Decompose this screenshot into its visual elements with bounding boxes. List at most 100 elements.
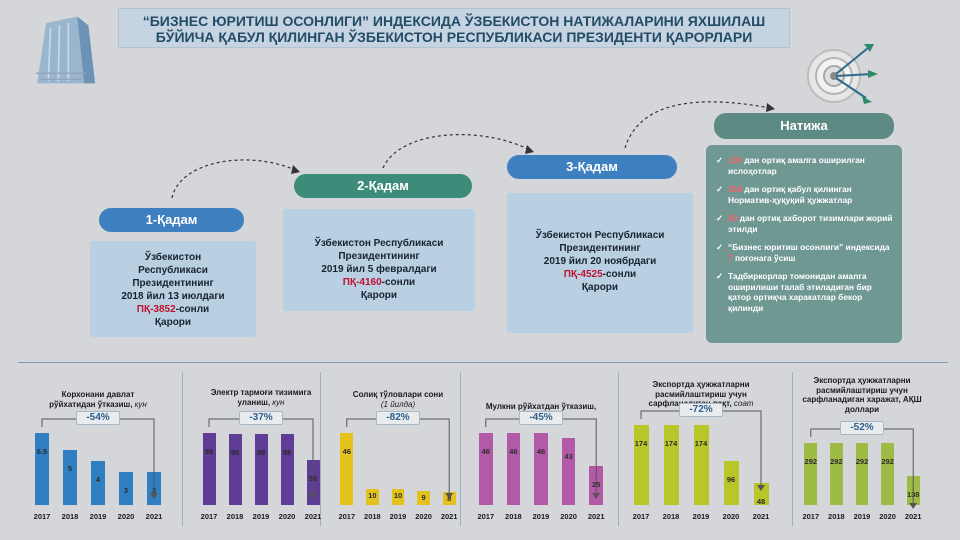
bar-value-label: 10 [393,491,403,501]
year-label: 2020 [415,512,432,521]
bar-value-label: 292 [855,457,869,466]
change-bracket [41,418,158,499]
result-text: поғонага ўсиш [732,252,796,263]
result-text: Тадбиркорлар томонидан амалга оширилиши … [728,271,872,313]
year-label: 2020 [722,512,740,521]
check-icon: ✓ [716,213,724,223]
year-label: 2021 [904,512,922,521]
bar-value-label: 46 [342,447,351,456]
change-bracket [640,410,765,491]
chart-bar: 46 [506,433,521,505]
chart-unit: кун [134,399,147,409]
step-1-text: Республикаси [138,265,208,276]
logo-caption: ▬▬▬▬▬▬▬▬▬▬▬▬▬▬▬▬▬▬ [36,70,86,82]
change-bracket [346,418,454,499]
bar-value-label: 10 [368,491,377,501]
step-3-text: Президентининг [559,243,641,254]
result-item: ✓ 130 дан ортиқ амалга оширилган ислоҳотл… [716,155,894,176]
chart-title-text: рўйхатидан ўтказиш, [49,399,135,409]
bar-value-label: 5 [67,463,73,473]
step-3-decree: ПҚ-4525 [563,269,603,280]
chart-bar: 46 [478,433,493,505]
result-text: дан ортиқ амалга оширилган ислоҳотлар [728,155,865,176]
arrow-down-icon [592,493,601,499]
year-label: 2018 [61,512,79,521]
year-label: 2019 [532,512,550,521]
bracket-line [346,418,450,495]
bar-value-label: 292 [830,457,843,466]
year-label: 2017 [200,512,218,521]
target-icon [807,44,878,104]
bar-value-label: 292 [804,457,818,466]
check-icon: ✓ [716,271,724,281]
chart-bar: 46 [534,433,548,505]
year-label: 2020 [560,512,577,521]
year-label: 2017 [338,512,356,521]
bar-value-label: 96 [726,474,736,484]
result-number: 20 [728,213,738,223]
bar-value-label: 174 [664,439,678,448]
logo-emblem [37,16,96,84]
year-label: 2017 [802,512,820,521]
chart-unit: (1 йилда) [380,399,416,409]
result-item: ✓“Бизнес юритиш осонлиги” индексида 7 по… [716,242,894,263]
chart-separator [182,372,183,526]
bracket-line [640,410,762,487]
chart-bar: 174 [663,425,679,505]
step-3-box: Ўзбекистон Республикаси Президентининг 2… [507,193,693,333]
bar-value-label: 88 [230,447,240,457]
bar-value-label: 46 [509,447,518,456]
bar-value-label: 46 [536,447,546,456]
year-label: 2017 [632,512,650,521]
year-label: 2017 [33,512,51,521]
year-label: 2019 [692,512,710,521]
year-label: 2018 [828,512,845,521]
step-1-decree: ПҚ-3852 [136,304,176,315]
bar-value-label: 292 [881,457,894,466]
result-text: “Бизнес юритиш осонлиги” индексида [728,242,890,252]
bar-value-label: 88 [282,447,292,457]
step-2-text: Ўзбекистон Республикаси [314,238,444,249]
arrow-down-icon [309,493,317,499]
chart-title: Солиқ тўловлари сони(1 йилда) [334,390,462,409]
chart-bar: 96 [723,460,739,505]
chart-bar: 46 [340,433,354,505]
result-number: 130 [728,155,742,165]
result-box: ✓ 130 дан ортиқ амалга оширилган ислоҳотл… [706,145,902,343]
chart-bar: 3 [119,471,133,505]
chart-bar: 174 [693,425,709,505]
bracket-line [485,418,597,495]
chart-unit: кун [272,397,285,407]
chart-bar: 4 [91,460,105,505]
change-percent-badge: -72% [679,403,723,417]
change-bracket [810,428,918,509]
change-bracket [485,418,601,499]
arrow-down-icon [150,493,158,499]
step-1-text: Ўзбекистон [144,252,202,263]
step-2-box: Ўзбекистон Республикаси Президентининг 2… [283,209,475,311]
title-line-2: БЎЙИЧА ҚАБУЛ ҚИЛИНГАН ЎЗБЕКИСТОН РЕСПУБЛ… [155,29,753,45]
change-percent-badge: -54% [76,411,120,425]
step-1-suffix: -сонли [175,304,210,315]
step-2-label: 2-Қадам [294,174,472,198]
chart-title-text: расмийлаштириш учун сарфланадиган хаража… [802,385,922,414]
check-icon: ✓ [716,184,724,194]
change-percent-badge: -52% [840,421,884,435]
year-label: 2019 [252,512,270,521]
chart-title-line: Мулкни рўйхатдан ўтказиш, [485,402,597,411]
check-icon: ✓ [716,155,724,165]
chart-bar: 10 [391,489,405,505]
year-label: 2019 [853,512,871,521]
year-label: 2020 [278,512,296,521]
title-line-1: “БИЗНЕС ЮРИТИШ ОСОНЛИГИ” ИНДЕКСИДА ЎЗБЕК… [142,13,766,29]
result-text: дан ортиқ ахборот тизимлари жорий этилди [728,213,893,234]
result-label: Натижа [714,113,894,139]
